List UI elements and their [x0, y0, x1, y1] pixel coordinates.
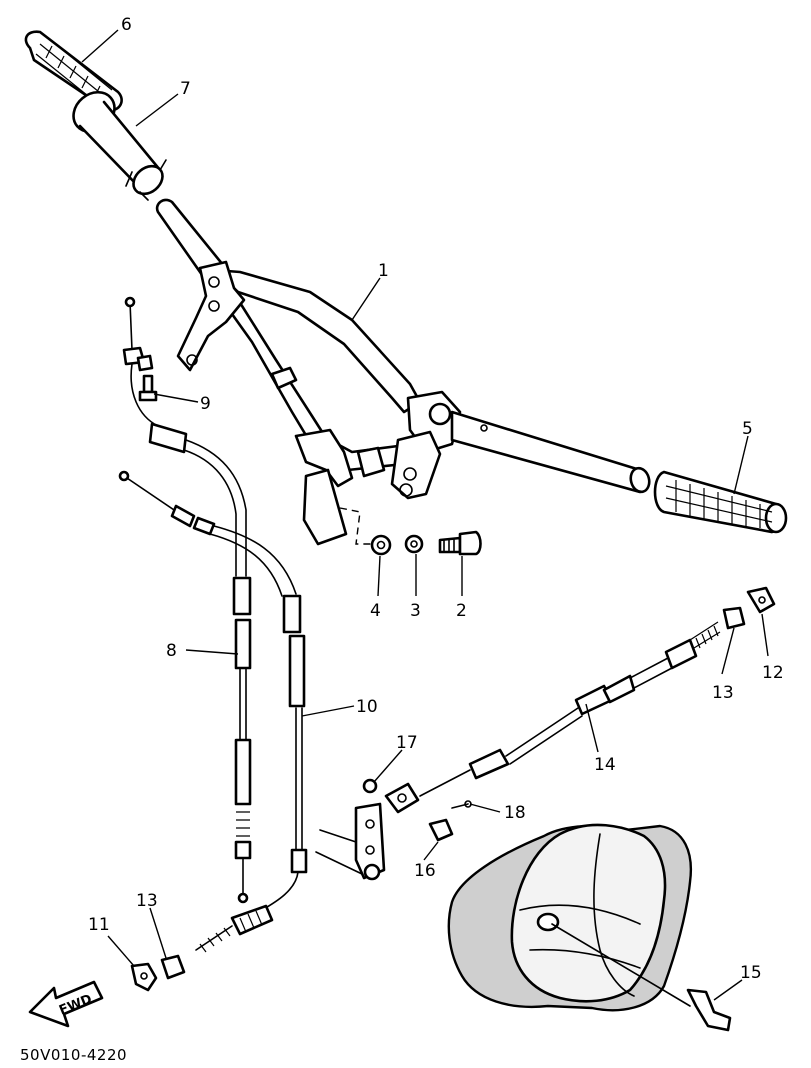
callout-9: 9: [200, 394, 211, 414]
callout-3: 3: [410, 601, 421, 621]
callout-10: 10: [356, 697, 378, 717]
adjuster-screw-part: [138, 374, 158, 402]
callout-2: 2: [456, 601, 467, 621]
callout-6: 6: [121, 15, 132, 35]
cable-nut-left-part: [160, 954, 186, 980]
callout-5: 5: [742, 419, 753, 439]
throttle-cable-part: [118, 470, 308, 953]
callout-17: 17: [396, 733, 418, 753]
lock-washer-part: [404, 534, 424, 554]
callout-13-right: 13: [712, 683, 734, 703]
callout-14: 14: [594, 755, 616, 775]
lower-cable-part: [419, 621, 721, 797]
cable-guide-15-part: [551, 923, 732, 1032]
callout-7: 7: [180, 79, 191, 99]
callout-leader-lines: [81, 29, 769, 1001]
engine-case-part: [447, 823, 693, 1012]
right-grip-part: [653, 470, 788, 534]
callout-13-left: 13: [136, 891, 158, 911]
callout-4: 4: [370, 601, 381, 621]
handlebar-part: [155, 198, 651, 546]
callout-18: 18: [504, 803, 526, 823]
clutch-cable-part: [122, 296, 252, 904]
cable-end-left-part: [130, 962, 158, 992]
forward-direction-arrow: FWD: [28, 980, 104, 1028]
washer-17-part: [362, 778, 378, 794]
cable-lever-assembly-part: [315, 782, 420, 881]
cable-nut-right-part: [722, 606, 746, 630]
callout-11: 11: [88, 915, 110, 935]
callout-labels: 6 7 1 5 9 4 3 2 8 10 12 13 14 17 18 16 1…: [88, 15, 784, 983]
callout-8: 8: [166, 641, 177, 661]
mounting-bolt-part: [438, 530, 482, 556]
callout-15: 15: [740, 963, 762, 983]
flat-washer-part: [370, 534, 392, 556]
mounting-guide-line: [339, 507, 374, 545]
callout-12: 12: [762, 663, 784, 683]
throttle-grip-tube-part: [72, 90, 167, 201]
callout-1: 1: [378, 261, 389, 281]
cable-end-right-part: [746, 586, 776, 614]
cotter-pin-18-part: [451, 800, 472, 809]
diagram-code: 50V010-4220: [20, 1046, 127, 1064]
callout-16: 16: [414, 861, 436, 881]
pin-16-part: [428, 818, 454, 842]
